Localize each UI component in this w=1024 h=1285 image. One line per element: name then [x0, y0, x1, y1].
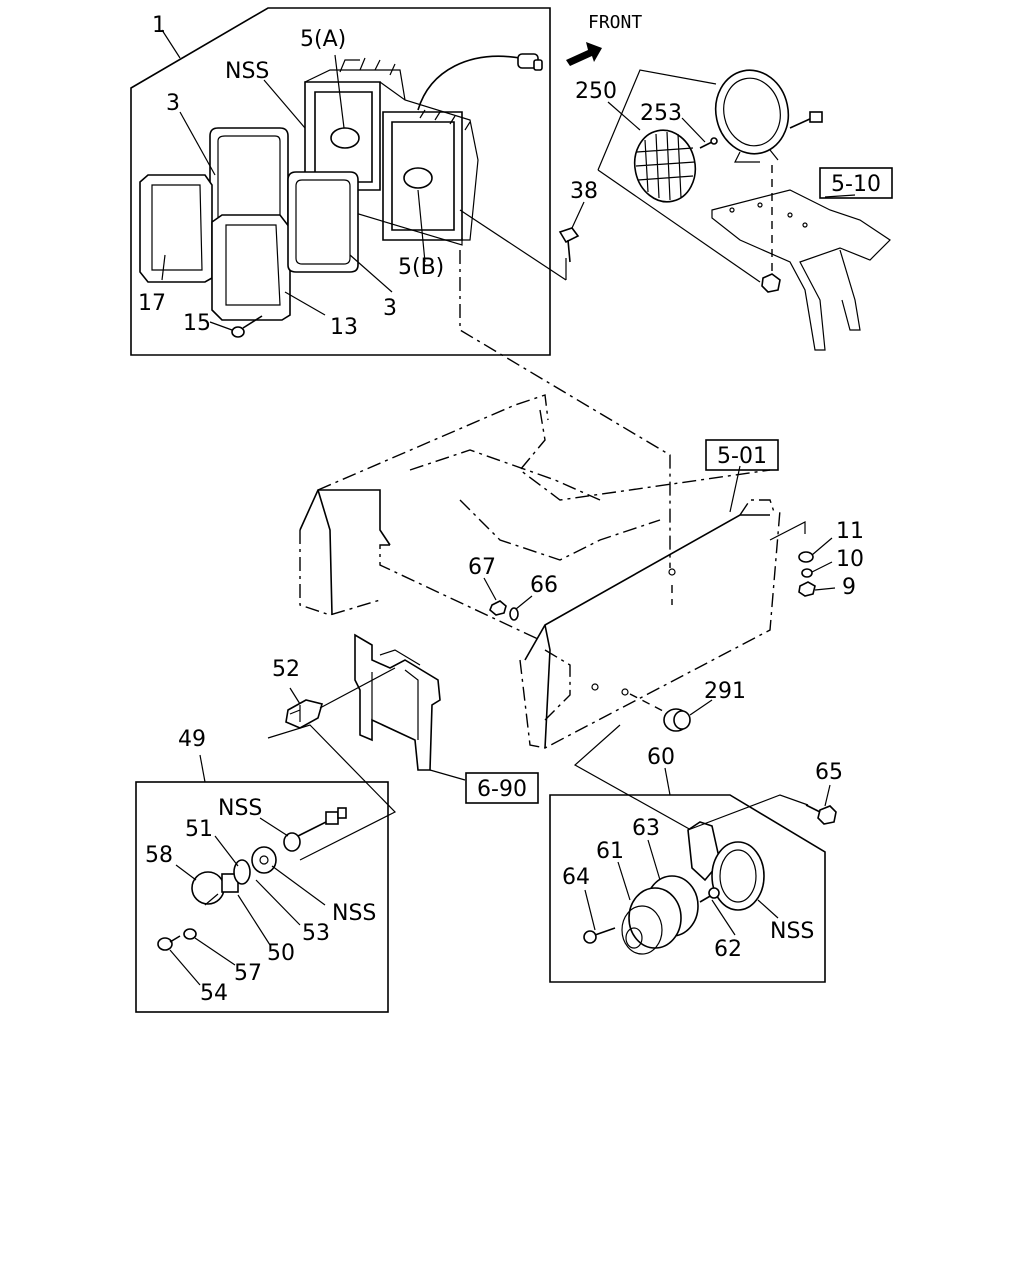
- front-label: FRONT: [588, 12, 642, 33]
- headlamp-assembly-inset: [130, 7, 551, 356]
- callout-50: 50: [267, 941, 295, 966]
- bumper-frame: [299, 250, 781, 749]
- callout-61: 61: [596, 839, 624, 864]
- callout-291: 291: [704, 679, 746, 704]
- svg-text:5-01: 5-01: [717, 444, 767, 469]
- callout-nss-top: NSS: [225, 59, 269, 84]
- callout-65: 65: [815, 760, 843, 785]
- bolt-38: [459, 201, 585, 281]
- callout-253: 253: [640, 101, 682, 126]
- callout-57: 57: [234, 961, 262, 986]
- callout-labels: 1 5(A) NSS 3 3 17 15 13 5(B) 38 250 253 …: [138, 13, 864, 1006]
- marker-lamp-inset: [135, 754, 389, 1013]
- callout-9: 9: [842, 575, 856, 600]
- callout-64: 64: [562, 865, 590, 890]
- callout-nss-r: NSS: [770, 919, 814, 944]
- ref-box-5-01[interactable]: 5-01: [705, 439, 779, 471]
- callout-11: 11: [836, 519, 864, 544]
- callout-49: 49: [178, 727, 206, 752]
- callout-nss-l1: NSS: [218, 796, 262, 821]
- callout-63: 63: [632, 816, 660, 841]
- callout-250: 250: [575, 79, 617, 104]
- headlamp-housing: [304, 53, 543, 246]
- callout-66: 66: [530, 573, 558, 598]
- callout-nss-l2: NSS: [332, 901, 376, 926]
- callout-54: 54: [200, 981, 228, 1006]
- callout-3b: 3: [383, 296, 397, 321]
- ref-box-5-10[interactable]: 5-10: [819, 167, 893, 199]
- ref-box-6-90[interactable]: 6-90: [465, 772, 539, 804]
- callout-38: 38: [570, 179, 598, 204]
- svg-text:5-10: 5-10: [831, 172, 881, 197]
- callout-53: 53: [302, 921, 330, 946]
- grommet-291: [573, 683, 713, 836]
- callout-52: 52: [272, 657, 300, 682]
- callout-3a: 3: [166, 91, 180, 116]
- callout-60: 60: [647, 745, 675, 770]
- callout-5a: 5(A): [300, 27, 346, 52]
- callout-1: 1: [152, 13, 166, 38]
- nut-67-washer-66: [483, 577, 533, 621]
- callout-17: 17: [138, 291, 166, 316]
- callout-5b: 5(B): [398, 255, 444, 280]
- lens-rims: [139, 127, 359, 321]
- callout-67: 67: [468, 555, 496, 580]
- callout-10: 10: [836, 547, 864, 572]
- callout-15: 15: [183, 311, 211, 336]
- screw-15: [231, 315, 263, 338]
- washers-11-10-9: [769, 521, 836, 597]
- callout-13: 13: [330, 315, 358, 340]
- work-lamp-inset: [549, 767, 837, 983]
- callout-51: 51: [185, 817, 213, 842]
- callout-62: 62: [714, 937, 742, 962]
- front-arrow-icon: [566, 42, 602, 66]
- svg-text:6-90: 6-90: [477, 777, 527, 802]
- callout-58: 58: [145, 843, 173, 868]
- round-work-lamp: [597, 69, 891, 351]
- mounting-bracket: [267, 633, 466, 861]
